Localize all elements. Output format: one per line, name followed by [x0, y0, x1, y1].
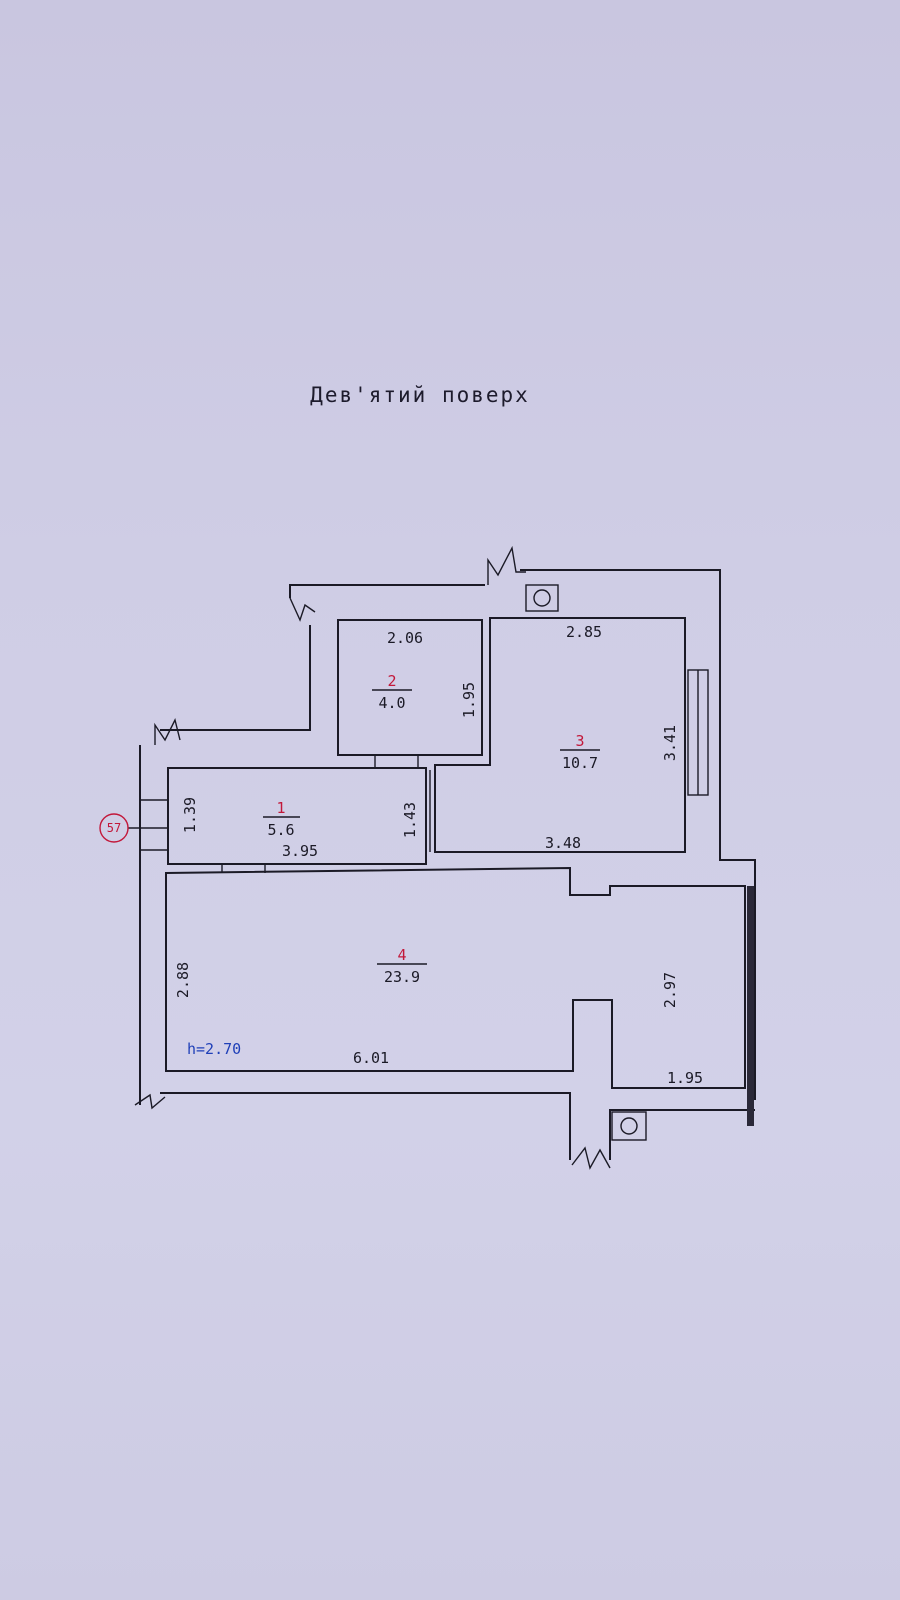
break-symbol-bottom [571, 1146, 611, 1170]
vent-bottom-icon [620, 1117, 638, 1135]
room-3-area: 10.7 [562, 754, 598, 772]
vent-top-icon [533, 589, 551, 607]
room-2-area: 4.0 [378, 694, 405, 712]
apartment-marker [99, 813, 129, 843]
dim-room-3-width-top: 2.85 [566, 623, 602, 641]
dim-room-4-width: 6.01 [353, 1049, 389, 1067]
room-4-outline [165, 866, 746, 1089]
vent-shaft-bottom [611, 1111, 647, 1141]
dim-room-3-width-bottom: 3.48 [545, 834, 581, 852]
room-2-number: 2 [387, 672, 396, 690]
room-3-outline [434, 617, 686, 853]
room-4-number: 4 [397, 946, 406, 964]
dim-room-4-width-right: 1.95 [667, 1069, 703, 1087]
wall-bottom-right [609, 1109, 755, 1160]
room-1-outline [167, 767, 427, 865]
dim-room-2-width: 2.06 [387, 629, 423, 647]
room-3-number: 3 [575, 732, 584, 750]
room-1-number: 1 [276, 799, 285, 817]
wall-upper-left [160, 625, 311, 731]
floor-title: Дев'ятий поверх [310, 383, 530, 407]
outer-walls [139, 569, 756, 1160]
room-4-area: 23.9 [384, 968, 420, 986]
glazing-room-4 [747, 886, 754, 1126]
room-2-outline [337, 619, 483, 756]
break-symbol-bottom-left [134, 1093, 166, 1110]
wall-right-outer [520, 569, 756, 1100]
ceiling-height-label: h=2.70 [187, 1040, 241, 1058]
wall-bottom-left [160, 1092, 571, 1160]
break-symbol-top [487, 545, 526, 585]
break-symbol-left [154, 717, 181, 745]
dim-room-1-height: 1.39 [181, 797, 199, 833]
wall-top-left [289, 584, 485, 598]
dim-room-4-height-right: 2.97 [661, 972, 679, 1008]
apartment-marker-label: 57 [107, 821, 121, 835]
dim-room-3-height: 3.41 [661, 725, 679, 761]
dim-room-4-height-left: 2.88 [174, 962, 192, 998]
dim-room-1-inner: 1.43 [401, 802, 419, 838]
vent-shaft-top [525, 584, 559, 612]
dim-room-1-width: 3.95 [282, 842, 318, 860]
break-symbol-upper-left [289, 597, 316, 622]
room-outlines [165, 617, 746, 1089]
details [128, 545, 754, 1170]
room-1-area: 5.6 [267, 821, 294, 839]
dim-room-2-height: 1.95 [460, 682, 478, 718]
